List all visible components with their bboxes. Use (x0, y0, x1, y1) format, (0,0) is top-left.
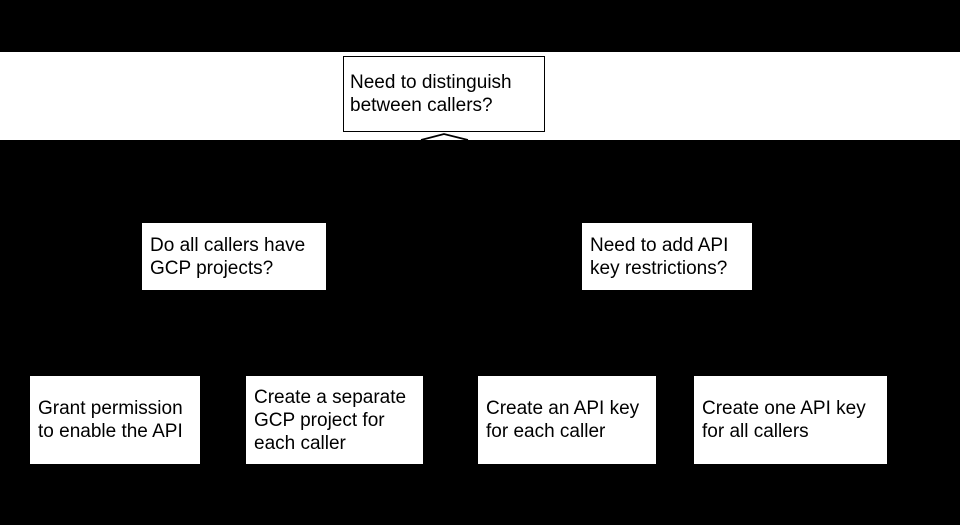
node-need-distinguish-callers: Need to distinguish between callers? (343, 56, 545, 132)
branch-connector-lines (420, 133, 469, 140)
node-create-separate-gcp-project: Create a separate GCP project for each c… (246, 376, 423, 464)
node-label: Create one API key for all callers (702, 398, 866, 442)
node-do-callers-have-gcp-projects: Do all callers have GCP projects? (142, 223, 326, 290)
node-create-one-api-key-all-callers: Create one API key for all callers (694, 376, 887, 464)
node-label: Need to distinguish between callers? (350, 72, 512, 116)
node-label: Grant permission to enable the API (38, 398, 183, 442)
node-label: Create a separate GCP project for each c… (254, 386, 407, 454)
node-label: Need to add API key restrictions? (590, 234, 729, 279)
node-label: Create an API key for each caller (486, 398, 640, 442)
node-grant-permission-enable-api: Grant permission to enable the API (30, 376, 200, 464)
node-need-api-key-restrictions: Need to add API key restrictions? (582, 223, 752, 290)
node-label: Do all callers have GCP projects? (150, 234, 306, 279)
node-create-api-key-each-caller: Create an API key for each caller (478, 376, 656, 464)
